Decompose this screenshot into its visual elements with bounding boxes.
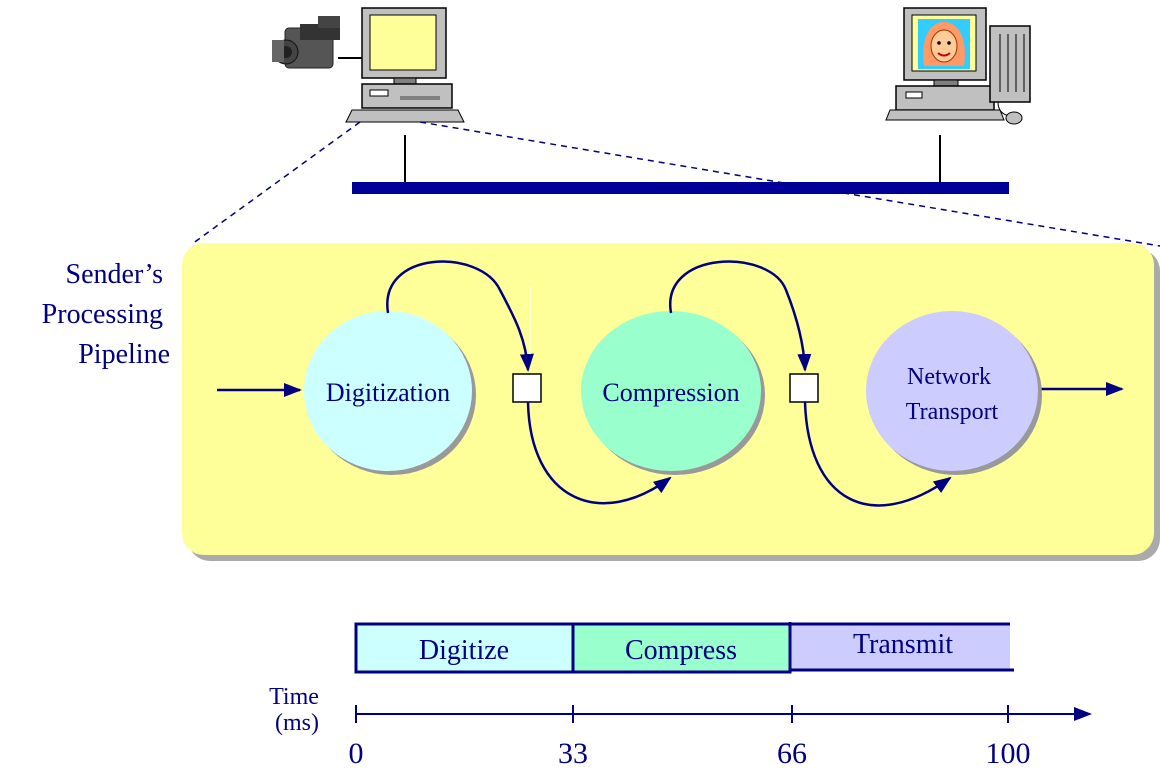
- buffer-2: [789, 373, 819, 403]
- network-bus: [352, 182, 1009, 194]
- tick-label: 33: [558, 737, 588, 770]
- stage-label-line: Digitization: [326, 378, 450, 407]
- stage-ellipse: [581, 311, 761, 471]
- flow-arrow-digitization-to-buffer: [386, 260, 534, 372]
- timeline-label-digitize: Digitize: [419, 635, 509, 666]
- stage-ellipse: [866, 311, 1038, 471]
- stage-digitization: Digitization: [304, 311, 476, 475]
- zoom-line-left: [191, 121, 361, 245]
- stage-label: Compression: [602, 378, 739, 407]
- pipeline-title-line: Processing: [42, 299, 163, 330]
- timeline-bar: Digitize Compress Transmit: [354, 622, 1014, 674]
- pipeline-title-line: Sender’s: [66, 259, 163, 290]
- stage-compression: Compression: [581, 311, 765, 475]
- stage-label-line: Compression: [602, 378, 739, 407]
- face-on-monitor-icon: [918, 19, 970, 69]
- receiver-computer-icon: [885, 7, 1031, 125]
- stage-label-line: Network: [907, 364, 991, 390]
- pipeline-title-line: Pipeline: [78, 339, 170, 370]
- network-diagram: [191, 7, 1160, 247]
- sender-computer-icon: [345, 7, 465, 123]
- video-camera-icon: [272, 16, 340, 69]
- buffer-1: [512, 373, 542, 403]
- axis-title-line: Time: [269, 684, 319, 710]
- flow-arrow-buffer-to-transport: [803, 401, 952, 507]
- axis-title: Time (ms): [269, 684, 325, 736]
- timeline-label-transmit: Transmit: [853, 629, 953, 660]
- stage-label: Digitization: [326, 378, 450, 407]
- flow-arrow-buffer-to-compression: [526, 401, 672, 505]
- tower-pc-icon: [989, 25, 1031, 103]
- timeline-label-compress: Compress: [625, 635, 737, 666]
- tick-label: 0: [349, 737, 364, 770]
- mouse-icon: [997, 101, 1023, 125]
- timeline-segment-compress: [571, 622, 792, 674]
- tick-label: 100: [986, 737, 1031, 770]
- timeline-segment-transmit: [790, 624, 1010, 670]
- axis-title-line: (ms): [275, 710, 319, 736]
- stage-label: Network Transport: [906, 364, 999, 425]
- tick-label: 66: [777, 737, 807, 770]
- pipeline-title: Sender’s Processing Pipeline: [42, 259, 170, 370]
- zoom-line-right: [419, 121, 1160, 247]
- timeline-segment-digitize: [354, 622, 575, 674]
- time-axis: Time (ms) 0 33 66 100: [269, 684, 1092, 770]
- stage-network-transport: Network Transport: [866, 311, 1042, 475]
- stage-ellipse: [304, 311, 472, 471]
- flow-arrow-compression-to-buffer: [669, 260, 812, 372]
- stage-label-line: Transport: [906, 399, 999, 425]
